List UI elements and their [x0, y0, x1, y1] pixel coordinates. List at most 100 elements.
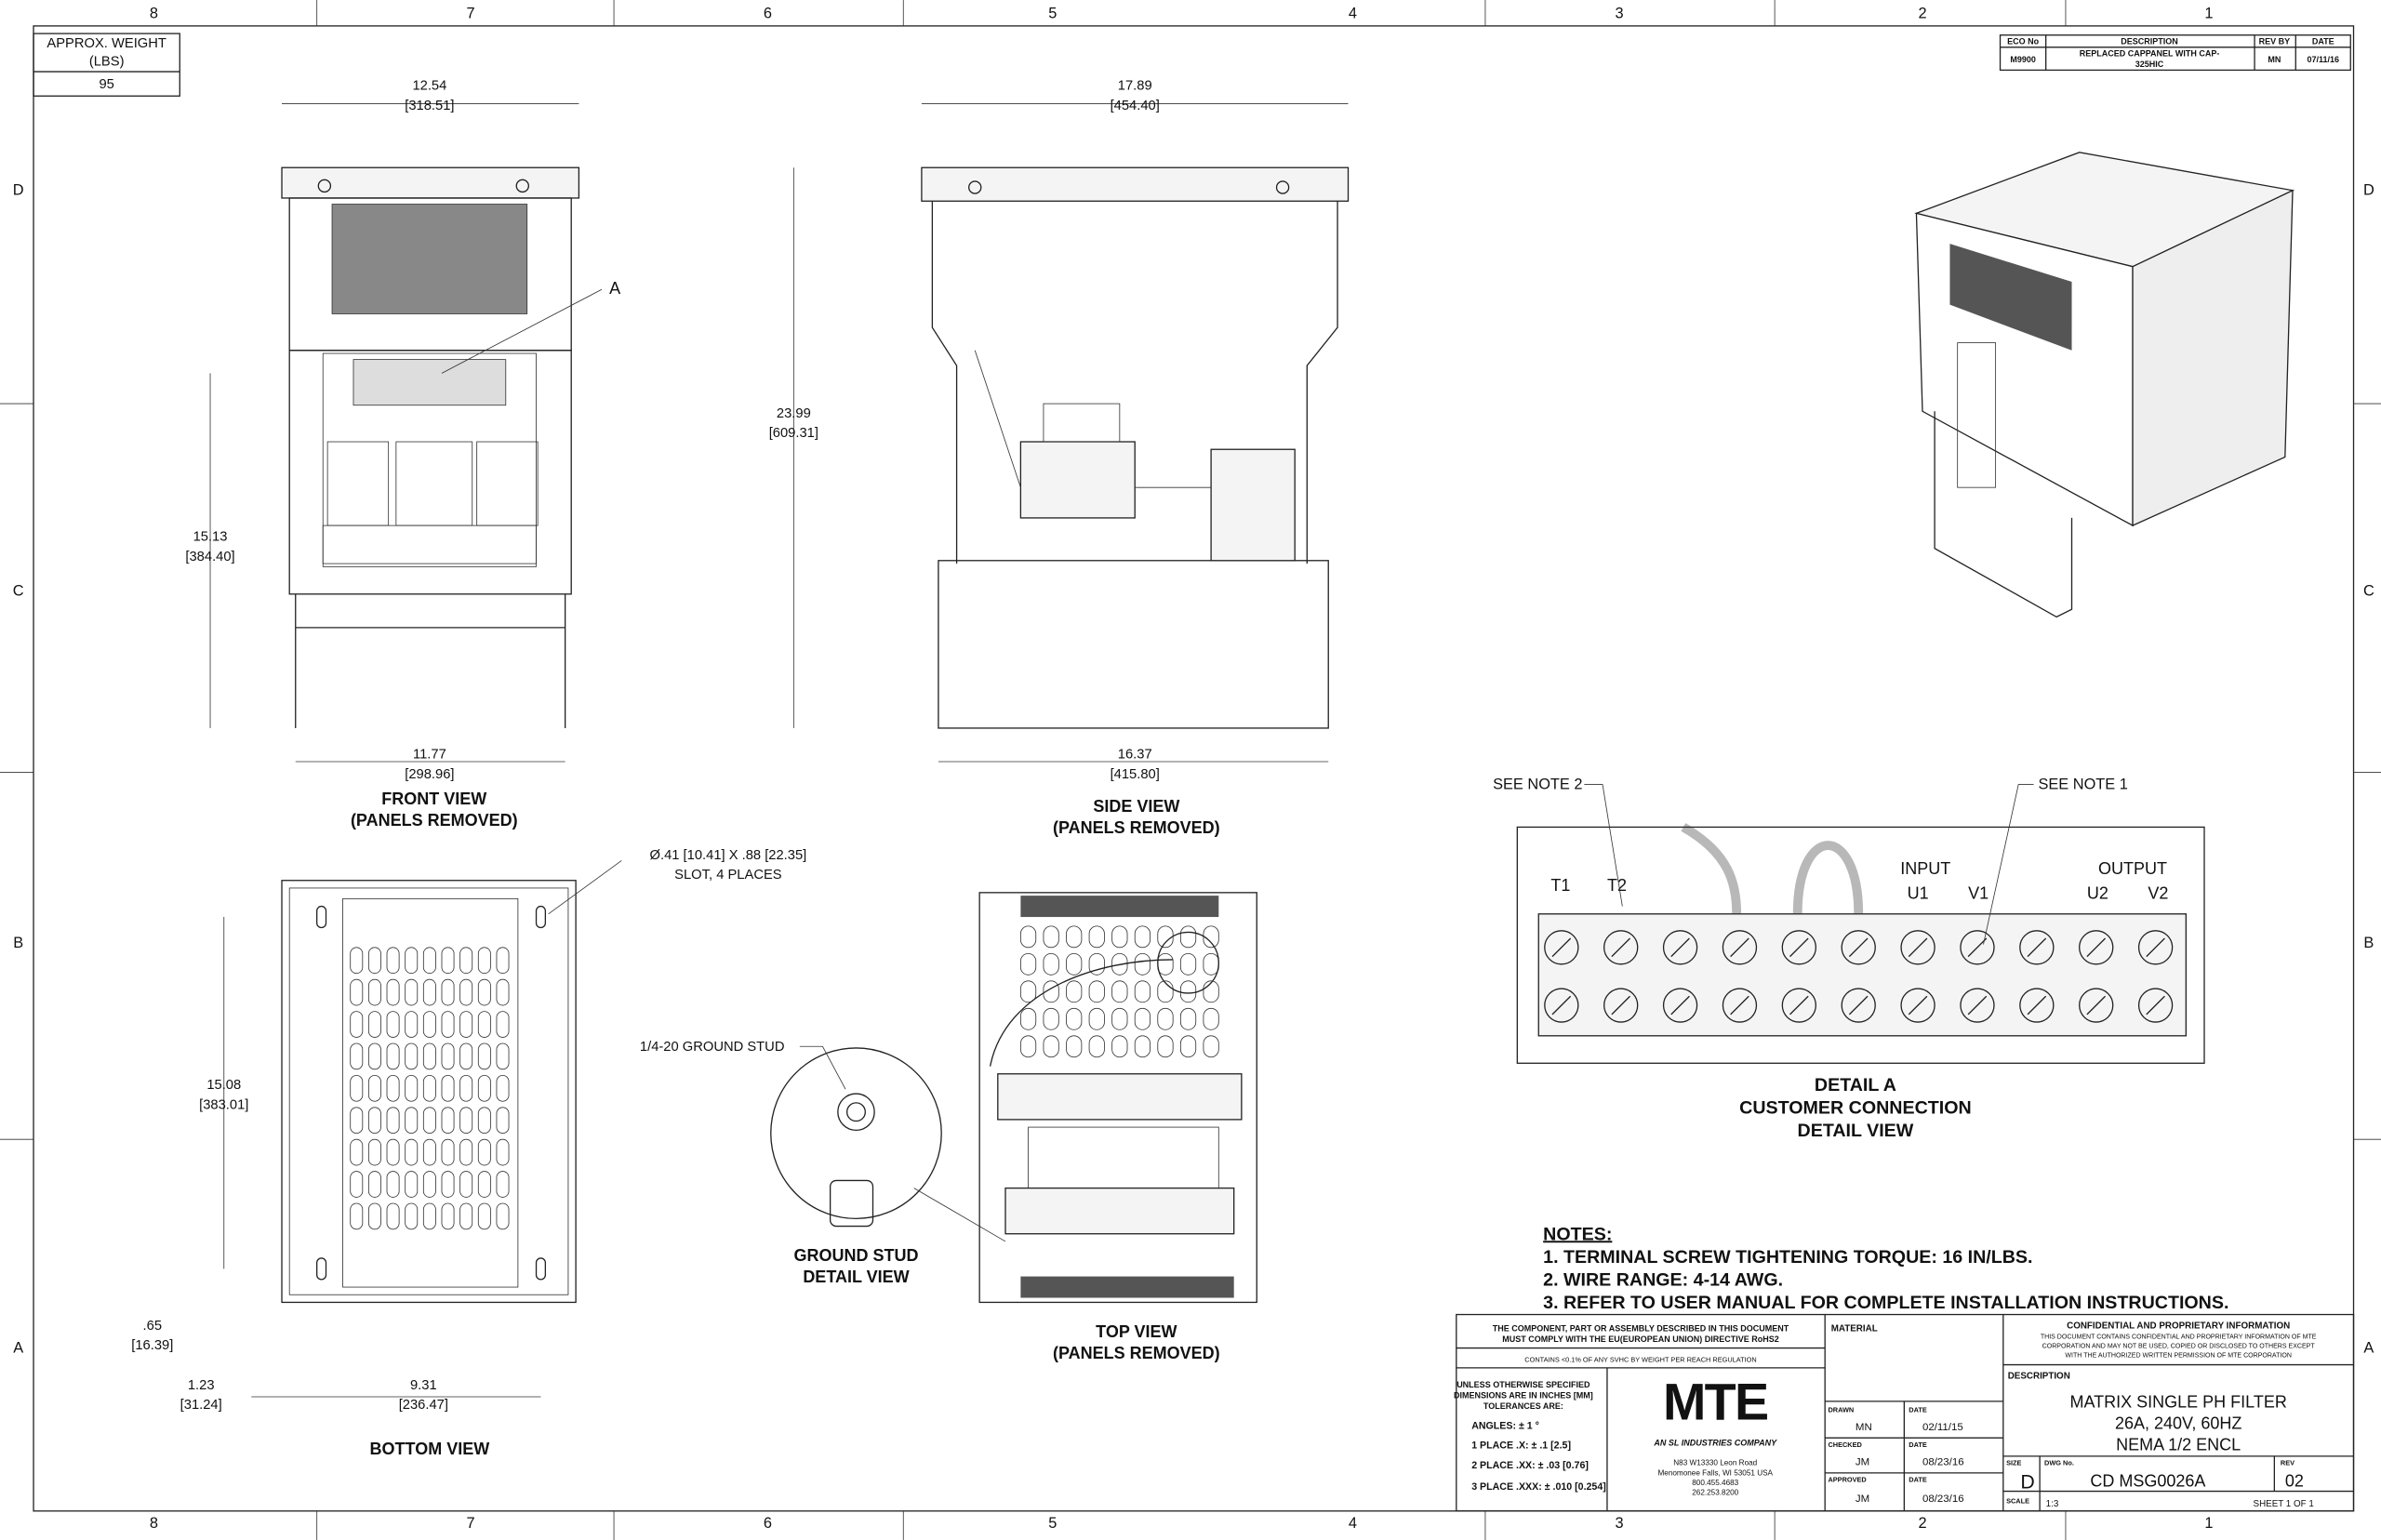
screw-slot: [2027, 995, 2047, 1016]
vent-slot: [386, 1011, 400, 1038]
address-2: Menomonee Falls, WI 53051 USA: [1657, 1468, 1773, 1477]
zone-row-label: D: [2363, 182, 2374, 199]
vent-slot: [1157, 980, 1174, 1003]
tol-1place: 1 PLACE .X: ± .1 [2.5]: [1471, 1440, 1571, 1452]
zone-column-label: 5: [1048, 1515, 1057, 1532]
vent-slot: [1179, 980, 1197, 1003]
front-dim-bottom-mm: [298.96]: [405, 767, 454, 782]
vent-slot: [1157, 952, 1174, 976]
tol-3place: 3 PLACE .XXX: ± .010 [0.254]: [1471, 1481, 1606, 1493]
vent-slot: [441, 1074, 455, 1102]
revision-table: ECO No DESCRIPTION REV BY DATE M9900 REP…: [1999, 34, 2351, 72]
scale-label: SCALE: [2006, 1497, 2029, 1506]
rev-by: MN: [2268, 55, 2281, 64]
side-dim-top-mm: [454.40]: [1111, 99, 1160, 113]
zone-row-label: C: [13, 582, 24, 599]
rev-header-revby: REV BY: [2259, 37, 2291, 46]
vent-slot: [441, 1042, 455, 1070]
screw-slot: [1730, 995, 1749, 1016]
vent-slot: [1179, 1035, 1197, 1058]
vent-slot: [441, 1107, 455, 1135]
terminal-screw-icon: [1900, 988, 1935, 1023]
vent-slot: [386, 947, 400, 975]
detail-callout-a: A: [609, 279, 620, 298]
terminal-screw-icon: [1781, 930, 1817, 965]
vent-slot: [1043, 1007, 1059, 1030]
description-3: NEMA 1/2 ENCL: [2116, 1435, 2241, 1454]
vent-slot: [1043, 980, 1059, 1003]
vent-slot: [1203, 952, 1219, 976]
tol-3: TOLERANCES ARE:: [1483, 1401, 1563, 1411]
vent-slot: [441, 947, 455, 975]
front-dim-height-mm: [384.40]: [185, 550, 234, 564]
vent-slot: [1019, 1007, 1037, 1030]
slot-note-2: SLOT, 4 PLACES: [674, 868, 782, 883]
note-1: 1. TERMINAL SCREW TIGHTENING TORQUE: 16 …: [1543, 1247, 2032, 1268]
vent-slot: [386, 1107, 400, 1135]
vent-slot: [477, 1107, 491, 1135]
bottom-dim-left: 1.23: [188, 1378, 215, 1393]
ground-stud-title: GROUND STUD: [793, 1246, 918, 1265]
vent-slot: [441, 1171, 455, 1198]
see-note-2: SEE NOTE 2: [1493, 776, 1582, 792]
vent-slot: [459, 1171, 473, 1198]
tol-2: DIMENSIONS ARE IN INCHES [MM]: [1454, 1391, 1593, 1401]
rohs-1: THE COMPONENT, PART OR ASSEMBLY DESCRIBE…: [1493, 1324, 1789, 1334]
front-dim-top-mm: [318.51]: [405, 99, 454, 113]
terminal-screw-icon: [1960, 930, 1995, 965]
screw-slot: [1551, 995, 1572, 1016]
vent-slot: [441, 978, 455, 1006]
zone-column-label: 5: [1048, 6, 1057, 22]
vent-slot: [1134, 1035, 1151, 1058]
zone-column-label: 3: [1616, 6, 1624, 22]
screw-slot: [1908, 995, 1928, 1016]
vent-slot: [350, 1171, 364, 1198]
side-view-title: SIDE VIEW: [1093, 797, 1179, 816]
approved-label: APPROVED: [1828, 1476, 1866, 1484]
terminal-screw-icon: [1900, 930, 1935, 965]
vent-slot: [1066, 980, 1083, 1003]
vent-slot: [477, 1171, 491, 1198]
vent-slot: [1203, 925, 1219, 949]
terminal-screw-icon: [2079, 988, 2114, 1023]
svg-text:AN SL INDUSTRIES COMPANY: AN SL INDUSTRIES COMPANY: [1653, 1438, 1777, 1447]
vent-slot: [1019, 952, 1037, 976]
screw-slot: [1670, 937, 1690, 958]
vent-slot: [367, 978, 381, 1006]
screw-slot: [1789, 995, 1809, 1016]
zone-column-label: 6: [764, 6, 772, 22]
sheet: SHEET 1 OF 1: [2254, 1499, 2314, 1509]
vent-slot: [496, 1171, 510, 1198]
vent-slot: [1203, 1035, 1219, 1058]
vent-slot: [386, 1171, 400, 1198]
vent-slot: [1066, 1007, 1083, 1030]
screw-slot: [1670, 995, 1690, 1016]
vent-slot: [441, 1202, 455, 1230]
weight-value: 95: [99, 77, 113, 92]
vent-slot: [1157, 1035, 1174, 1058]
rev-date: 07/11/16: [2307, 55, 2339, 64]
terminal-screw-icon: [1841, 930, 1876, 965]
description-label: DESCRIPTION: [2008, 1371, 2070, 1381]
rev-header-desc: DESCRIPTION: [2121, 37, 2178, 46]
vent-slot: [1019, 1035, 1037, 1058]
zone-column-label: 8: [150, 6, 158, 22]
conf-title: CONFIDENTIAL AND PROPRIETARY INFORMATION: [2067, 1321, 2290, 1331]
vent-slot: [496, 1042, 510, 1070]
zone-column-label: 7: [467, 1515, 475, 1532]
screw-slot: [1789, 937, 1809, 958]
vent-slot: [1066, 925, 1083, 949]
screw-slot: [1730, 937, 1749, 958]
zone-column-label: 4: [1349, 6, 1357, 22]
terminal-screw-icon: [1603, 930, 1639, 965]
zone-column-label: 6: [764, 1515, 772, 1532]
weight-box: APPROX. WEIGHT (LBS) 95: [33, 33, 180, 97]
vent-slot: [350, 1107, 364, 1135]
vent-slot: [350, 1074, 364, 1102]
detail-a-title-2: CUSTOMER CONNECTION: [1739, 1097, 1972, 1118]
dwg-number: CD MSG0026A: [2090, 1472, 2205, 1491]
vent-slot: [496, 1011, 510, 1038]
size-label: SIZE: [2006, 1459, 2021, 1467]
terminal-u2: U2: [2087, 883, 2108, 902]
vent-slot: [367, 947, 381, 975]
